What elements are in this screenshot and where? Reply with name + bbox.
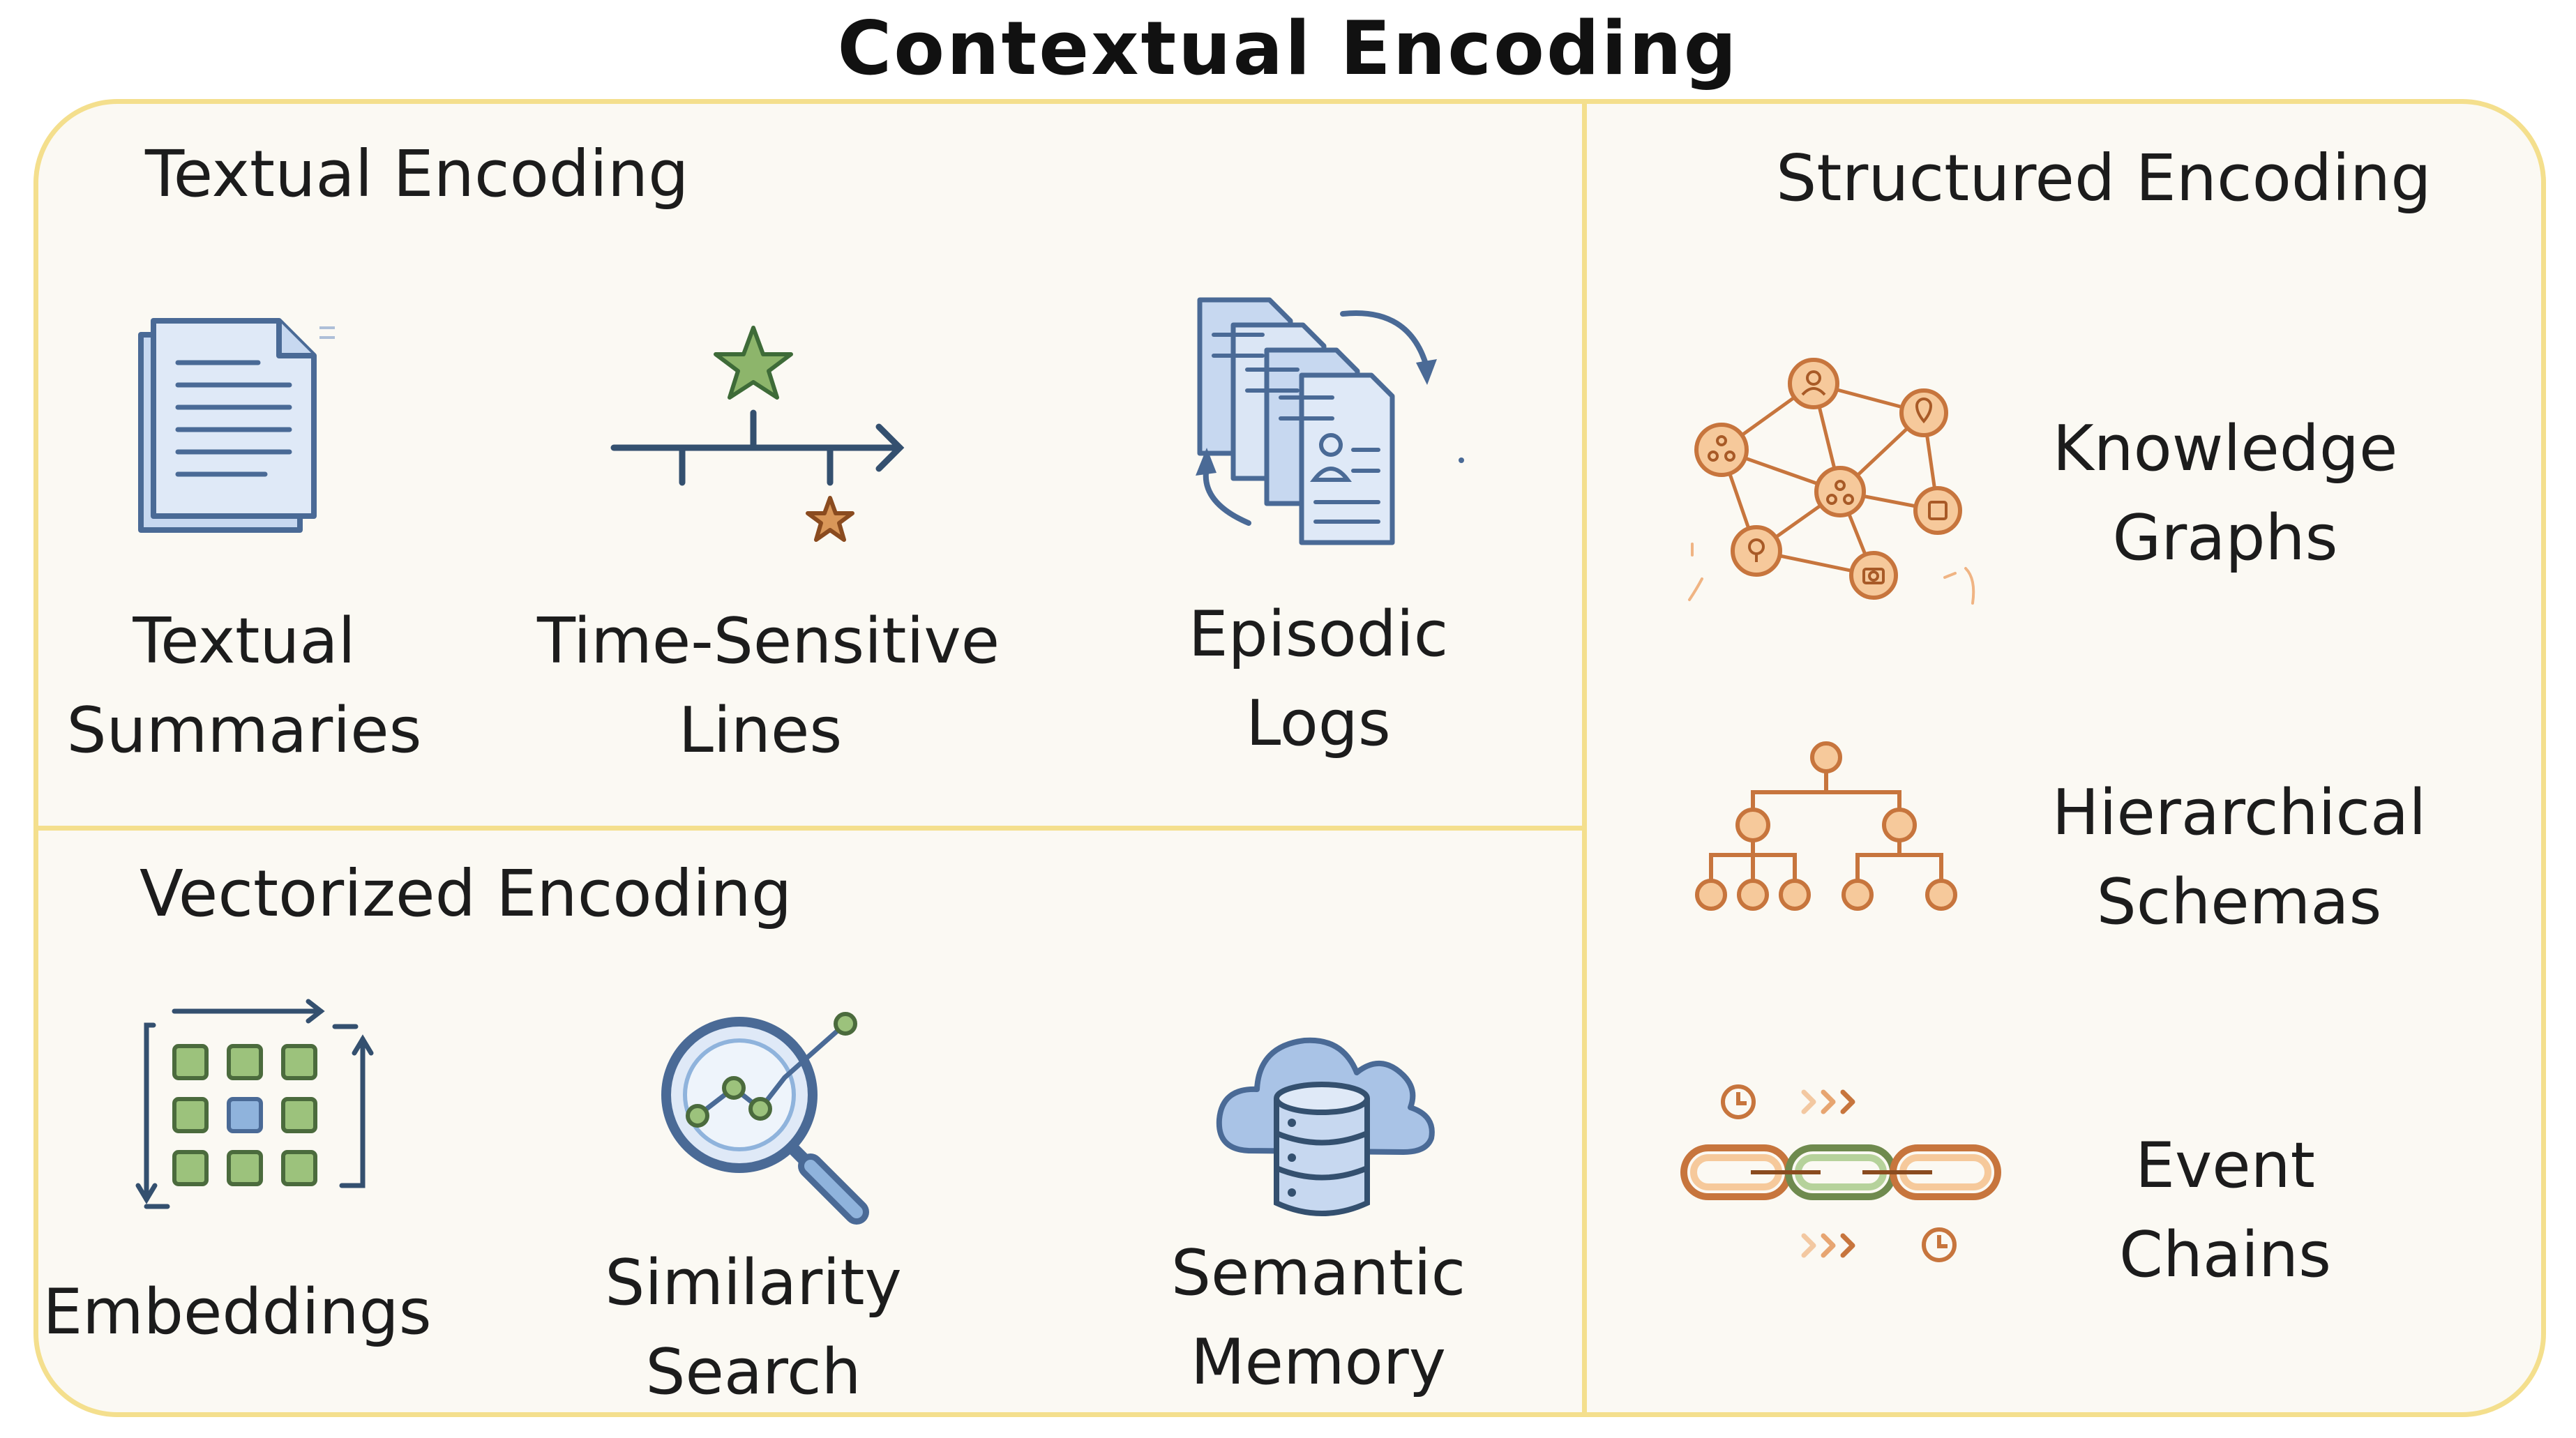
label-line: Search [645, 1335, 861, 1409]
textual-summaries-label: Textual Summaries [56, 597, 432, 775]
similarity-search-label: Similarity Search [558, 1239, 949, 1417]
label-line: Time-Sensitive [537, 605, 1000, 678]
timeline-icon [610, 326, 905, 542]
event-chains-label: Event Chains [2009, 1121, 2441, 1300]
label-line: Similarity [605, 1246, 902, 1319]
embeddings-label: Embeddings [42, 1268, 432, 1357]
vertical-divider [1582, 102, 1587, 1414]
label-line: Hierarchical [2051, 776, 2427, 849]
label-line: Logs [1246, 687, 1391, 760]
document-icon [138, 318, 335, 533]
time-sensitive-lines-label: Time-Sensitive Lines [537, 597, 1000, 775]
label-line: Graphs [2112, 501, 2338, 575]
embedding-grid-icon [135, 999, 374, 1209]
label-line: Lines [678, 694, 843, 767]
orange-star-icon [806, 496, 854, 542]
label-line: Summaries [66, 694, 422, 767]
label-line: Embeddings [43, 1276, 432, 1349]
chain-link-icon [1680, 1084, 2001, 1262]
knowledge-graph-icon [1688, 358, 1975, 605]
hierarchy-tree-icon [1695, 741, 1957, 911]
hierarchical-schemas-label: Hierarchical Schemas [2009, 769, 2469, 947]
horizontal-divider [36, 826, 1582, 831]
structured-encoding-title: Structured Encoding [1776, 141, 2432, 215]
diagram-title: Contextual Encoding [837, 6, 1739, 91]
vectorized-encoding-title: Vectorized Encoding [140, 856, 792, 931]
episodic-logs-label: Episodic Logs [1130, 590, 1507, 769]
label-line: Chains [2119, 1218, 2331, 1292]
knowledge-graphs-label: Knowledge Graphs [2009, 404, 2441, 583]
textual-encoding-title: Textual Encoding [145, 137, 689, 211]
label-line: Memory [1190, 1326, 1447, 1399]
green-star-icon [714, 326, 793, 400]
cloud-database-icon [1216, 1037, 1435, 1216]
label-line: Event [2135, 1129, 2315, 1202]
label-line: Textual [133, 605, 356, 678]
label-line: Semantic [1170, 1236, 1466, 1310]
magnifier-search-icon [661, 1012, 869, 1225]
label-line: Schemas [2096, 865, 2382, 939]
label-line: Knowledge [2052, 412, 2398, 485]
semantic-memory-label: Semantic Memory [1130, 1229, 1507, 1407]
label-line: Episodic [1188, 598, 1449, 671]
episodic-logs-icon [1196, 297, 1464, 545]
